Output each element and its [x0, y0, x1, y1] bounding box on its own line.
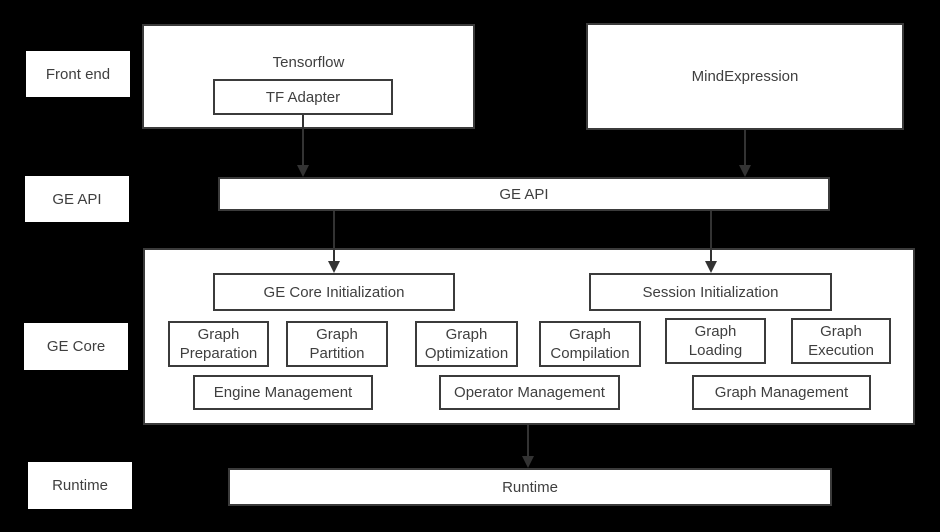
- mindexpression-box: MindExpression: [586, 23, 904, 130]
- arrow-ge-api-to-ge-core-init: [328, 211, 340, 273]
- arrow-ge-core-to-runtime: [522, 425, 534, 468]
- tf-adapter-box: TF Adapter: [213, 79, 393, 115]
- ge-core-initialization-box: GE Core Initialization: [213, 273, 455, 311]
- graph-partition-box: Graph Partition: [286, 321, 388, 367]
- arrow-head-icon: [522, 456, 534, 468]
- runtime-bar: Runtime: [228, 468, 832, 506]
- arrow-mindexpression-to-ge-api: [739, 130, 751, 177]
- arrow-head-icon: [739, 165, 751, 177]
- graph-execution-box: Graph Execution: [791, 318, 891, 364]
- arrow-ge-api-to-session-init: [705, 211, 717, 273]
- engine-management-box: Engine Management: [193, 375, 373, 410]
- session-initialization-box: Session Initialization: [589, 273, 832, 311]
- side-label-runtime: Runtime: [28, 462, 132, 509]
- arrow-head-icon: [297, 165, 309, 177]
- arrow-shaft: [527, 425, 529, 457]
- tensorflow-label: Tensorflow: [272, 53, 345, 71]
- arrow-tf-adapter-to-ge-api: [297, 115, 309, 177]
- graph-compilation-box: Graph Compilation: [539, 321, 641, 367]
- side-label-ge-api: GE API: [25, 176, 129, 222]
- arrow-shaft: [710, 211, 712, 262]
- graph-preparation-box: Graph Preparation: [168, 321, 269, 367]
- ge-api-bar: GE API: [218, 177, 830, 211]
- side-label-front-end: Front end: [26, 51, 130, 97]
- arrow-head-icon: [328, 261, 340, 273]
- graph-optimization-box: Graph Optimization: [415, 321, 518, 367]
- graph-management-box: Graph Management: [692, 375, 871, 410]
- arrow-head-icon: [705, 261, 717, 273]
- side-label-ge-core: GE Core: [24, 323, 128, 370]
- arrow-shaft: [302, 115, 304, 166]
- operator-management-box: Operator Management: [439, 375, 620, 410]
- arrow-shaft: [744, 130, 746, 166]
- arrow-shaft: [333, 211, 335, 262]
- graph-loading-box: Graph Loading: [665, 318, 766, 364]
